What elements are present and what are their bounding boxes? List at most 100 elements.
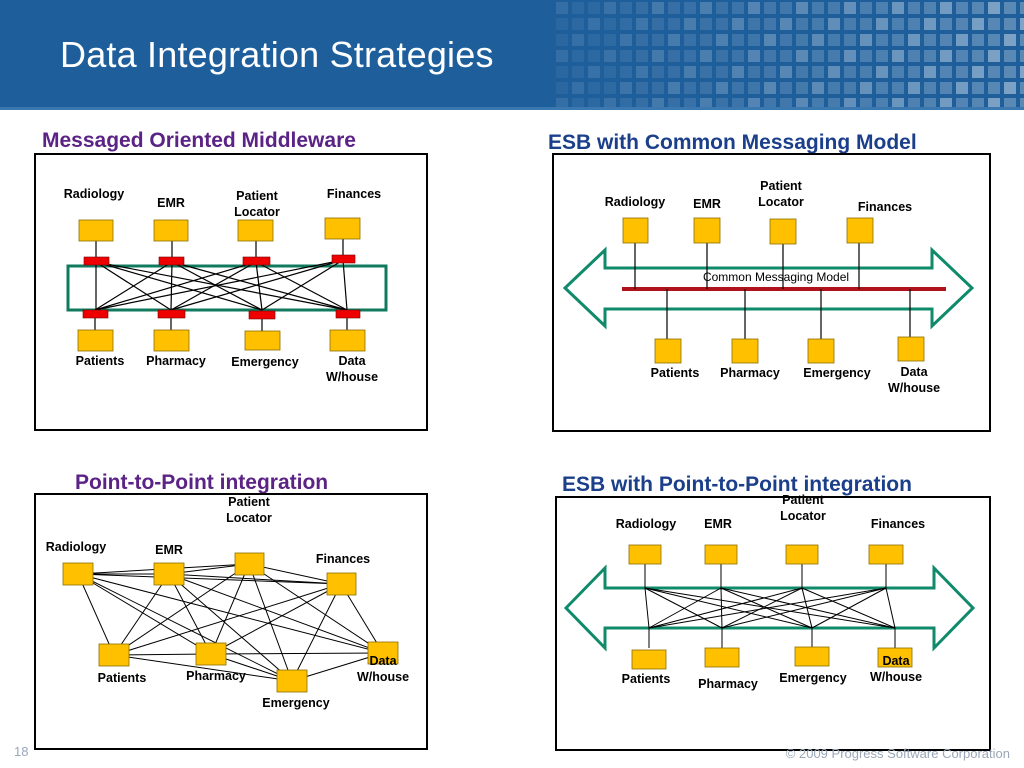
p2p-link (210, 563, 250, 655)
esb-cmm-node-radiology (622, 217, 649, 244)
esb-cmm-node-patients (654, 338, 682, 364)
esb-p2p-link (644, 587, 813, 629)
p2p-node-emr (153, 562, 185, 586)
mom-node-patients (77, 329, 114, 352)
p2p-link (77, 573, 384, 654)
mom-label-pharmacy: Pharmacy (146, 354, 206, 368)
p2p-label-emr: EMR (155, 543, 183, 557)
mom-node-emergency (244, 330, 281, 351)
esb-p2p-node-patient-locator (785, 544, 819, 565)
esb-cmm-node-finances (846, 217, 874, 244)
esb-cmm-label-emergency: Emergency (803, 366, 870, 380)
p2p-panel (34, 493, 428, 750)
esb-p2p-node-radiology (628, 544, 662, 565)
mom-node-radiology (78, 219, 114, 242)
mom-node-patient-locator (237, 219, 274, 242)
mom-node-pharmacy (153, 329, 190, 352)
esb-p2p-link (644, 587, 650, 629)
mom-label-emergency: Emergency (231, 355, 298, 369)
esb-cmm-links (634, 243, 911, 339)
p2p-link (113, 653, 212, 656)
esb-p2p-links (644, 564, 896, 648)
p2p-node-patient-locator (234, 552, 265, 576)
p2p-label-finances: Finances (316, 552, 370, 566)
mom-connector-bottom-3 (248, 310, 276, 320)
esb-p2p-label-pharmacy: Pharmacy (698, 677, 758, 691)
esb-cmm-label-pharmacy: Pharmacy (720, 366, 780, 380)
p2p-link (210, 583, 342, 655)
p2p-link (168, 573, 384, 654)
esb-p2p-link (648, 587, 887, 629)
p2p-node-pharmacy (195, 642, 227, 666)
header-grid-pattern (556, 2, 1024, 107)
esb-cmm-title: ESB with Common Messaging Model (548, 131, 917, 154)
p2p-node-radiology (62, 562, 94, 586)
esb-p2p-label-emergency: Emergency (779, 671, 846, 685)
esb-p2p-label-patients: Patients (622, 672, 671, 686)
page-number: 18 (14, 744, 29, 759)
mom-connector-top-4 (331, 254, 356, 264)
p2p-link (77, 573, 293, 682)
p2p-node-patients (98, 643, 130, 667)
esb-cmm-bus-label: Common Messaging Model (703, 270, 849, 284)
esb-p2p-label-emr: EMR (704, 517, 732, 531)
esb-p2p-node-pharmacy (704, 647, 740, 668)
p2p-link (248, 563, 384, 654)
esb-p2p-node-finances (868, 544, 904, 565)
esb-p2p-label-finances: Finances (871, 517, 925, 531)
mom-connectors (82, 254, 361, 320)
header-divider (0, 107, 1024, 110)
esb-p2p-link (721, 587, 803, 629)
esb-p2p-link (644, 587, 723, 629)
p2p-title: Point-to-Point integration (75, 471, 329, 494)
p2p-label-patients: Patients (98, 671, 147, 685)
esb-p2p-title: ESB with Point-to-Point integration (562, 473, 912, 496)
p2p-link (340, 583, 384, 654)
esb-p2p-link (648, 587, 722, 629)
p2p-link (77, 573, 115, 656)
esb-p2p-node-data-whouse (877, 647, 913, 668)
p2p-link (113, 583, 342, 656)
mom-connector-top-1 (83, 256, 110, 266)
p2p-link (113, 563, 250, 656)
p2p-node-data-whouse (367, 641, 399, 665)
esb-cmm-node-emergency (807, 338, 835, 364)
mom-connector-bottom-4 (335, 309, 361, 319)
p2p-link (210, 652, 384, 655)
esb-p2p-link (720, 587, 896, 629)
p2p-link (77, 573, 212, 655)
esb-p2p-link (885, 587, 896, 629)
p2p-link (291, 583, 342, 682)
esb-p2p-node-emr (704, 544, 738, 565)
esb-p2p-node-emergency (794, 646, 830, 667)
esb-cmm-node-pharmacy (731, 338, 759, 364)
p2p-link (77, 573, 342, 585)
esb-cmm-label-radiology: Radiology (605, 195, 665, 209)
esb-cmm-label-patients: Patients (651, 366, 700, 380)
esb-p2p-link (720, 587, 723, 629)
mom-connector-top-3 (242, 256, 271, 266)
mom-links (94, 239, 348, 331)
esb-p2p-node-patients (631, 649, 667, 670)
mom-label-finances: Finances (327, 187, 381, 201)
mom-bus-frame (66, 264, 388, 312)
slide-header: Data Integration Strategies (0, 0, 1024, 107)
p2p-link (113, 654, 293, 682)
esb-p2p-link (801, 587, 813, 629)
esb-p2p-label-radiology: Radiology (616, 517, 676, 531)
mom-title: Messaged Oriented Middleware (42, 129, 356, 152)
mom-connector-top-2 (158, 256, 185, 266)
mom-label-radiology: Radiology (64, 187, 124, 201)
mom-node-data-whouse (329, 329, 366, 352)
mom-label-emr: EMR (157, 196, 185, 210)
